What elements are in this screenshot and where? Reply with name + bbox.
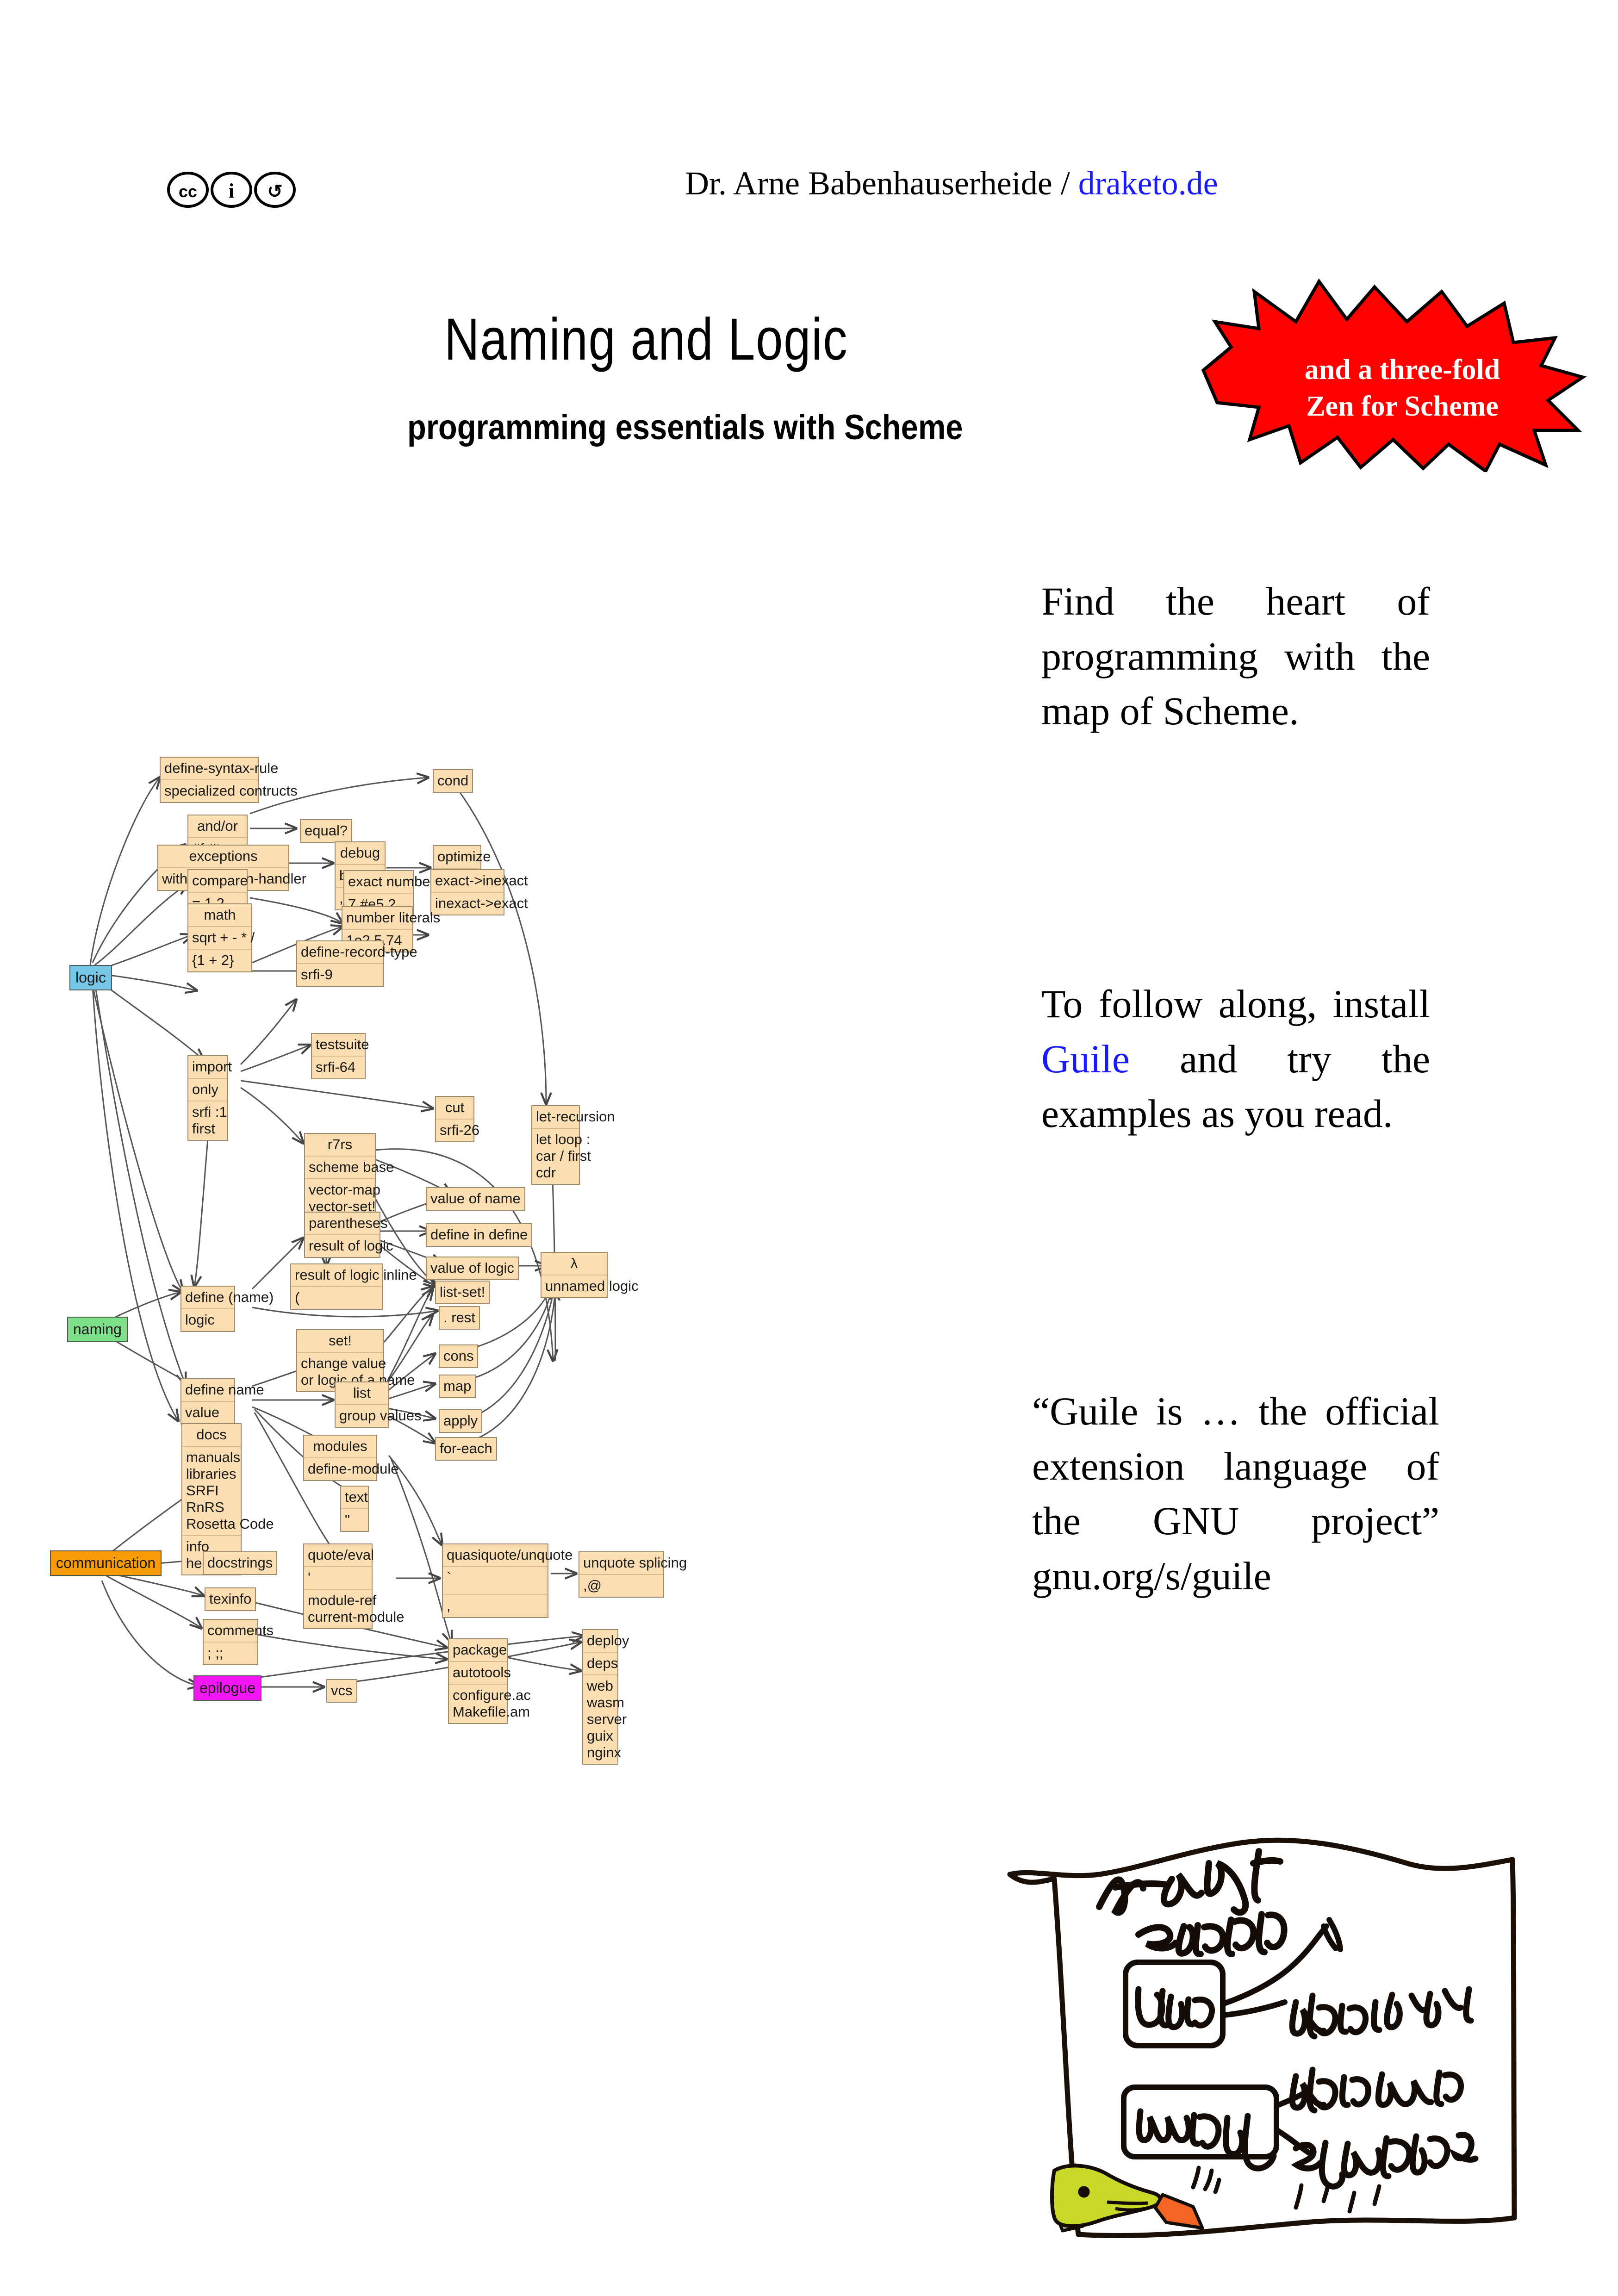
node-parentheses[interactable]: parentheses result of logic (304, 1212, 393, 1258)
node-let-recursion[interactable]: let-recursion let loop : car / first cdr (531, 1105, 615, 1185)
node-quasiquote-unquote[interactable]: quasiquote/unquote ` , (442, 1543, 573, 1618)
author-name: Dr. Arne Babenhauserheide (685, 165, 1052, 202)
prose2-after: and try the examples as you read. (1041, 1036, 1430, 1136)
node-cons[interactable]: cons (439, 1344, 479, 1368)
node-unquote-splicing[interactable]: unquote splicing ,@ (579, 1551, 687, 1598)
node-map[interactable]: map (439, 1375, 476, 1398)
node-package[interactable]: package autotools configure.ac Makefile.… (448, 1638, 531, 1724)
node-texinfo[interactable]: texinfo (205, 1587, 256, 1611)
node-r7rs[interactable]: r7rs scheme base vector-map vector-set! (304, 1133, 394, 1219)
prose-paragraph-2: To follow along, install Guile and try t… (1041, 977, 1430, 1141)
starburst-badge (1201, 278, 1587, 472)
node-vcs[interactable]: vcs (326, 1679, 357, 1703)
starburst-text: and a three-fold Zen for Scheme (1259, 352, 1546, 425)
node-testsuite[interactable]: testsuite srfi-64 (311, 1033, 369, 1079)
page-title: Naming and Logic (444, 306, 848, 373)
node-value-of-logic[interactable]: value of logic (426, 1257, 519, 1280)
prose-paragraph-3: “Guile is … the official extension langu… (1032, 1389, 1439, 1599)
root-node-logic[interactable]: logic (69, 965, 112, 990)
badge-line-1: and a three-fold (1304, 354, 1500, 386)
node-deploy[interactable]: deploy deps web wasm server guix nginx (582, 1629, 629, 1765)
node-define-record-type[interactable]: define-record-type srfi-9 (296, 940, 417, 987)
node-docstrings[interactable]: docstrings (203, 1551, 278, 1575)
prose-paragraph-1: Find the heart of programming with the m… (1041, 579, 1430, 734)
guile-link[interactable]: Guile (1041, 1036, 1130, 1081)
node-text[interactable]: text " (340, 1486, 369, 1532)
badge-line-2: Zen for Scheme (1306, 391, 1499, 423)
hand-drawn-sketch (1007, 1837, 1517, 2239)
node-lambda[interactable]: λ unnamed logic (541, 1252, 639, 1298)
node-exact-inexact[interactable]: exact->inexact inexact->exact (430, 869, 528, 915)
svg-text:cc: cc (179, 182, 197, 201)
node-equal[interactable]: equal? (300, 819, 353, 843)
node-cond[interactable]: cond (433, 769, 473, 793)
node-quote-eval[interactable]: quote/eval ' module-ref current-module (303, 1543, 404, 1629)
node-import[interactable]: import only srfi :1 first (187, 1055, 232, 1141)
root-node-communication[interactable]: communication (50, 1550, 162, 1576)
creative-commons-icon: cc i ↺ (167, 172, 296, 208)
node-math[interactable]: math sqrt + - * / {1 + 2} (187, 903, 255, 972)
node-value-of-name[interactable]: value of name (426, 1187, 525, 1211)
byline: Dr. Arne Babenhauserheide / draketo.de (685, 164, 1218, 203)
node-result-of-logic-inline[interactable]: result of logic inline ( (290, 1263, 417, 1310)
node-modules[interactable]: modules define-module (303, 1435, 398, 1481)
node-list-set[interactable]: list-set! (435, 1281, 490, 1304)
diagram-edges (89, 592, 1018, 2166)
scheme-map-diagram: logic naming communication epilogue defi… (0, 592, 1018, 2166)
prose2-before: To follow along, install (1041, 982, 1430, 1026)
svg-text:i: i (229, 180, 234, 202)
website-link[interactable]: draketo.de (1078, 165, 1218, 202)
node-define-syntax-rule[interactable]: define-syntax-rule specialized contructs (160, 757, 298, 803)
node-define-name[interactable]: define name value (180, 1378, 264, 1425)
byline-separator: / (1060, 165, 1070, 202)
page-subtitle: programming essentials with Scheme (407, 408, 963, 447)
node-define-in-define[interactable]: define in define (426, 1223, 533, 1247)
node-list[interactable]: list group values (335, 1381, 422, 1428)
node-define-name-paren[interactable]: define (name) logic (180, 1286, 274, 1332)
node-number-literals[interactable]: number literals 1e2 5.74 (342, 906, 440, 952)
node-set-bang[interactable]: set! change value or logic of a name (296, 1329, 415, 1392)
svg-text:↺: ↺ (267, 181, 283, 202)
node-cut[interactable]: cut srfi-26 (435, 1096, 479, 1142)
node-for-each[interactable]: for-each (435, 1437, 497, 1461)
node-apply[interactable]: apply (439, 1409, 483, 1433)
root-node-epilogue[interactable]: epilogue (193, 1675, 261, 1701)
node-comments[interactable]: comments ; ;; (203, 1619, 274, 1665)
root-node-naming[interactable]: naming (67, 1317, 128, 1342)
node-dot-rest[interactable]: . rest (439, 1306, 480, 1330)
